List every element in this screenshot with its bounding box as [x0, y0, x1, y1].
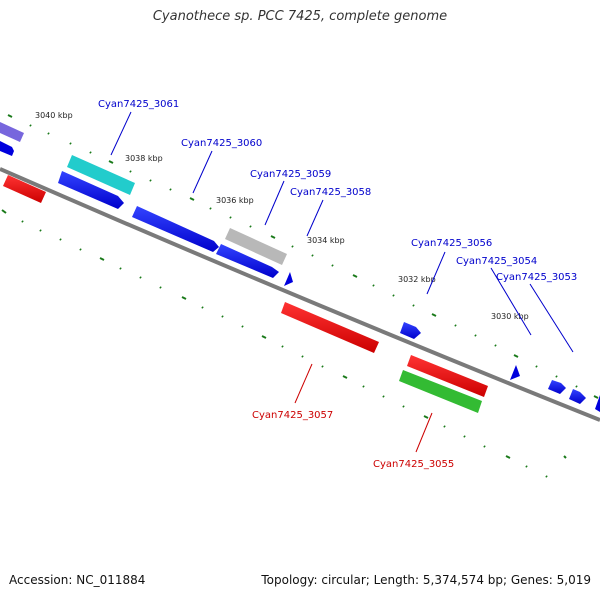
gene-label[interactable]: Cyan7425_3059 [250, 169, 331, 180]
accession-label: Accession: NC_011884 [9, 573, 146, 587]
gene-arrow[interactable] [216, 244, 279, 278]
gene-label[interactable]: Cyan7425_3060 [181, 138, 262, 149]
gene-label[interactable]: Cyan7425_3056 [411, 238, 492, 249]
label-leaders [110, 111, 574, 453]
gene-arrow[interactable] [569, 389, 586, 404]
gene-arrow[interactable] [510, 365, 520, 380]
genome-backbone [0, 167, 600, 422]
forward-genes [0, 141, 600, 412]
scale-label: 3034 kbp [307, 236, 345, 245]
gene-bar-green[interactable] [399, 370, 482, 413]
gene-bar-cyan[interactable] [67, 155, 135, 195]
gene-label[interactable]: Cyan7425_3058 [290, 187, 371, 198]
scale-label: 3038 kbp [125, 154, 163, 163]
inner-tick-ring [1, 209, 567, 478]
reverse-genes [3, 175, 488, 413]
gene-label[interactable]: Cyan7425_3053 [496, 272, 577, 283]
gene-label[interactable]: Cyan7425_3061 [98, 99, 179, 110]
gene-arrow[interactable] [595, 395, 600, 412]
gene-arrow[interactable] [284, 272, 293, 286]
map-title: Cyanothece sp. PCC 7425, complete genome [152, 9, 448, 24]
outer-tick-ring [7, 114, 599, 399]
gene-arrow[interactable] [548, 380, 566, 394]
gene-arrow[interactable] [58, 171, 124, 209]
gene-bar[interactable] [407, 355, 488, 397]
gene-label[interactable]: Cyan7425_3055 [373, 459, 454, 470]
gene-label[interactable]: Cyan7425_3054 [456, 256, 537, 267]
gene-bar-gray[interactable] [225, 228, 287, 265]
scale-label: 3036 kbp [216, 196, 254, 205]
scale-label: 3040 kbp [35, 111, 73, 120]
gene-bar[interactable] [281, 302, 379, 353]
gene-arrow[interactable] [132, 206, 219, 252]
gene-labels: Cyan7425_3061 Cyan7425_3060 Cyan7425_305… [98, 99, 577, 470]
gene-bar[interactable] [3, 175, 46, 203]
gene-bar-cyan[interactable] [0, 122, 24, 142]
highlighted-forward-genes [0, 122, 287, 265]
gene-label[interactable]: Cyan7425_3057 [252, 410, 333, 421]
genome-summary: Topology: circular; Length: 5,374,574 bp… [261, 573, 591, 587]
scale-label: 3030 kbp [491, 312, 529, 321]
gene-arrow[interactable] [0, 141, 14, 156]
scale-labels: 3040 kbp 3038 kbp 3036 kbp 3034 kbp 3032… [35, 111, 529, 321]
scale-label: 3032 kbp [398, 275, 436, 284]
gene-arrow[interactable] [400, 322, 421, 339]
